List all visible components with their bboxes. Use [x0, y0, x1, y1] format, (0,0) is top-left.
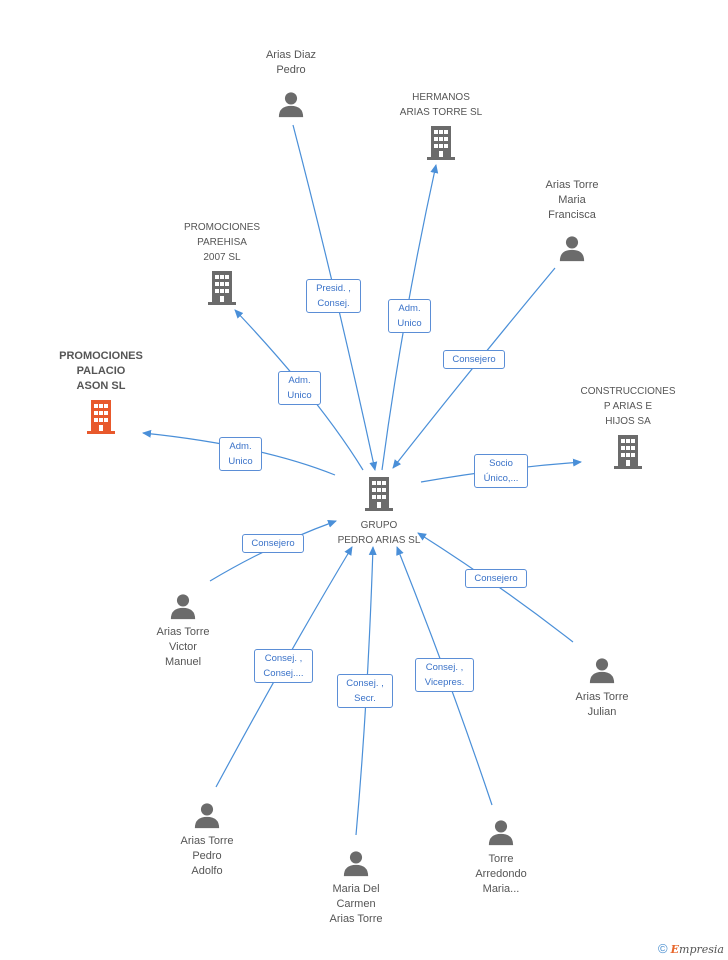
- relation-label-maria-del-carmen[interactable]: Consej. , Secr.: [337, 674, 393, 708]
- footer-brand: ©Empresia: [658, 941, 724, 956]
- building-icon-promociones-parehisa[interactable]: [208, 271, 236, 305]
- person-icon-arias-torre-maria-francisca[interactable]: [559, 236, 585, 262]
- node-label-promociones-parehisa[interactable]: PROMOCIONES PAREHISA 2007 SL: [183, 222, 261, 263]
- node-label-maria-del-carmen[interactable]: Maria Del Carmen Arias Torre: [329, 883, 383, 925]
- relation-label-torre-arredondo-maria[interactable]: Consej. , Vicepres.: [415, 658, 474, 692]
- relation-label-arias-torre-maria-francisca[interactable]: Consejero: [443, 350, 505, 369]
- node-label-construcciones-p-arias[interactable]: CONSTRUCCIONES P ARIAS E HIJOS SA: [580, 386, 676, 427]
- person-icon-arias-torre-julian[interactable]: [589, 658, 615, 684]
- building-icon-center[interactable]: [365, 477, 393, 511]
- person-icon-torre-arredondo-maria[interactable]: [488, 820, 514, 846]
- relation-label-hermanos-arias-torre[interactable]: Adm. Unico: [388, 299, 431, 333]
- person-icon-arias-torre-victor-manuel[interactable]: [170, 594, 196, 620]
- relation-label-promociones-palacio-ason[interactable]: Adm. Unico: [219, 437, 262, 471]
- node-label-torre-arredondo-maria[interactable]: Torre Arredondo Maria...: [475, 853, 527, 895]
- node-label-arias-torre-victor-manuel[interactable]: Arias Torre Victor Manuel: [156, 626, 210, 668]
- node-label-arias-torre-julian[interactable]: Arias Torre Julian: [575, 691, 629, 718]
- relation-label-arias-torre-julian[interactable]: Consejero: [465, 569, 527, 588]
- relation-label-arias-diaz-pedro[interactable]: Presid. , Consej.: [306, 279, 361, 313]
- relation-label-construcciones-p-arias[interactable]: Socio Único,...: [474, 454, 528, 488]
- building-icon-promociones-palacio-ason[interactable]: [87, 400, 115, 434]
- person-icon-arias-diaz-pedro[interactable]: [278, 92, 304, 118]
- brand-logo-initial: E: [670, 943, 680, 956]
- relation-label-promociones-parehisa[interactable]: Adm. Unico: [278, 371, 321, 405]
- copyright-icon: ©: [658, 941, 668, 956]
- node-label-arias-torre-pedro-adolfo[interactable]: Arias Torre Pedro Adolfo: [180, 835, 234, 877]
- relation-label-arias-torre-pedro-adolfo[interactable]: Consej. , Consej....: [254, 649, 313, 683]
- center-company-label[interactable]: GRUPO PEDRO ARIAS SL: [337, 520, 421, 546]
- relation-label-arias-torre-victor-manuel[interactable]: Consejero: [242, 534, 304, 553]
- person-icon-maria-del-carmen[interactable]: [343, 851, 369, 877]
- brand-logo-rest: mpresia: [679, 943, 724, 956]
- building-icon-construcciones-p-arias[interactable]: [614, 435, 642, 469]
- node-label-hermanos-arias-torre[interactable]: HERMANOS ARIAS TORRE SL: [399, 92, 483, 118]
- person-icon-arias-torre-pedro-adolfo[interactable]: [194, 803, 220, 829]
- node-label-arias-torre-maria-francisca[interactable]: Arias Torre Maria Francisca: [545, 179, 599, 221]
- building-icon-hermanos-arias-torre[interactable]: [427, 126, 455, 160]
- node-label-promociones-palacio-ason[interactable]: PROMOCIONES PALACIO ASON SL: [59, 350, 143, 392]
- node-label-arias-diaz-pedro[interactable]: Arias Diaz Pedro: [265, 49, 317, 76]
